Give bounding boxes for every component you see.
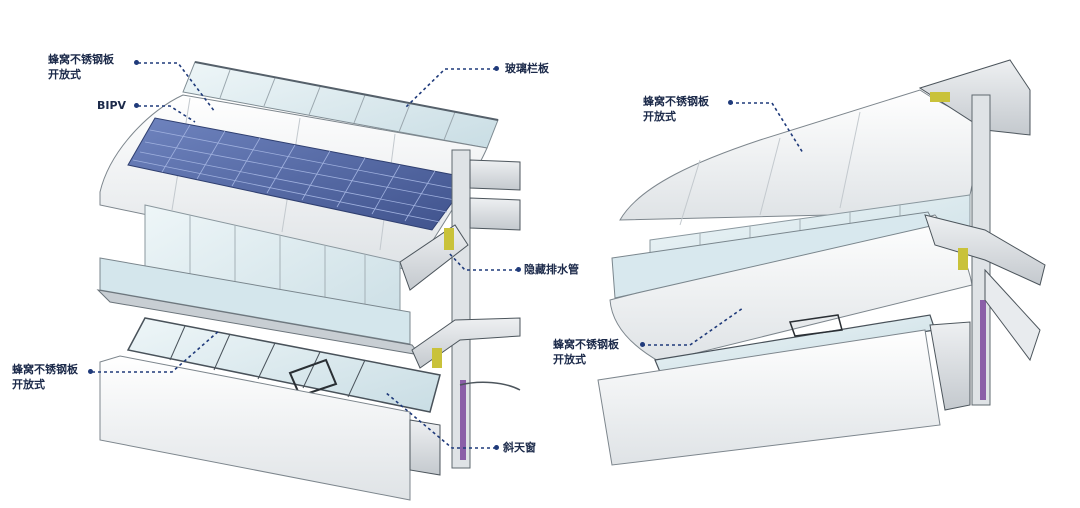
leader-left-honeycomb-bottom — [92, 329, 221, 373]
label-right-honeycomb-top: 蜂窝不锈钢板 开放式 — [643, 95, 709, 123]
leader-dot — [728, 100, 733, 105]
left-glass-railing — [182, 61, 499, 149]
label-left-honeycomb-top: 蜂窝不锈钢板 开放式 — [48, 53, 114, 81]
label-right-honeycomb-bottom: 蜂窝不锈钢板 开放式 — [553, 338, 619, 366]
leader-dot — [494, 445, 499, 450]
right-view — [597, 59, 1046, 466]
leader-skylight — [384, 391, 496, 449]
label-glass-railing: 玻璃栏板 — [505, 62, 549, 75]
leader-glass-railing — [404, 68, 496, 109]
leader-dot — [640, 342, 645, 347]
bipv-panels — [127, 117, 471, 231]
leader-dot — [88, 369, 93, 374]
leader-left-honeycomb-top — [138, 62, 216, 113]
leader-dot — [516, 267, 521, 272]
leader-right-honeycomb-top — [730, 102, 804, 154]
label-hidden-drain: 隐藏排水管 — [524, 263, 579, 276]
leader-dot — [134, 103, 139, 108]
left-skylight — [126, 317, 441, 413]
left-view — [96, 61, 521, 501]
leader-lines — [92, 62, 804, 449]
left-balcony-railing — [99, 257, 411, 345]
right-base-panel — [597, 329, 941, 466]
left-structure — [399, 149, 521, 476]
leader-dot — [494, 66, 499, 71]
leader-dot — [134, 60, 139, 65]
label-left-honeycomb-bottom: 蜂窝不锈钢板 开放式 — [12, 363, 78, 391]
leader-right-honeycomb-bottom — [642, 307, 744, 346]
label-bipv: BIPV — [97, 99, 127, 112]
leader-bipv — [138, 105, 196, 123]
label-skylight: 斜天窗 — [503, 441, 536, 454]
right-structure — [918, 59, 1046, 411]
